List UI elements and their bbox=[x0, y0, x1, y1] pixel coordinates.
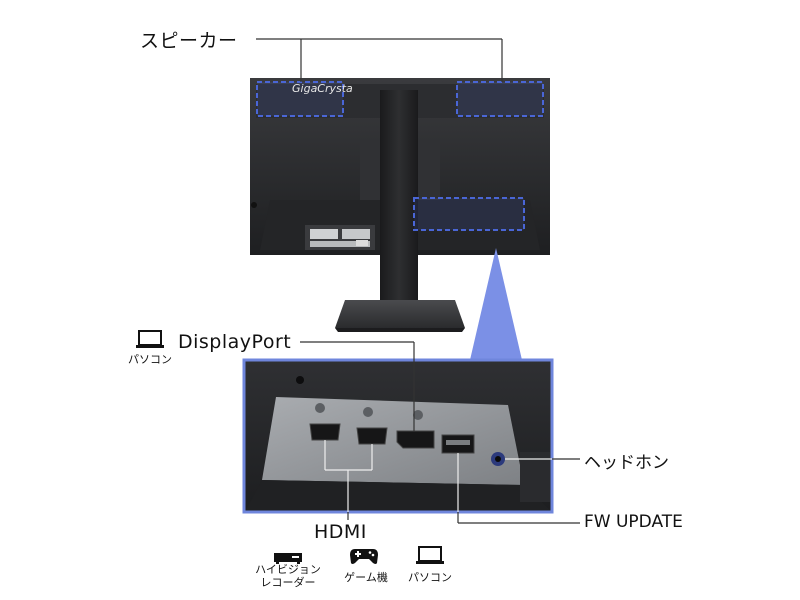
pc-icon-bottom bbox=[415, 546, 445, 570]
recorder-label-2: レコーダー bbox=[260, 576, 316, 589]
monitor-stand bbox=[335, 90, 465, 332]
game-device bbox=[349, 546, 379, 570]
laptop-icon bbox=[136, 330, 164, 348]
recorder-icon bbox=[274, 553, 302, 564]
pc-icon-top bbox=[135, 330, 165, 354]
recorder-label-1: ハイビジョン bbox=[255, 563, 321, 576]
speaker-right-highlight bbox=[456, 81, 544, 117]
speaker-left-highlight bbox=[256, 81, 344, 117]
laptop-icon bbox=[416, 546, 444, 564]
hdmi-label: HDMI bbox=[314, 521, 367, 543]
recorder-device bbox=[262, 549, 314, 568]
pc-label-bottom: パソコン bbox=[408, 571, 452, 584]
gamepad-icon bbox=[350, 549, 378, 564]
displayport-label: DisplayPort bbox=[178, 331, 292, 353]
game-label: ゲーム機 bbox=[344, 571, 388, 584]
speaker-label: スピーカー bbox=[140, 30, 238, 52]
port-area-highlight bbox=[413, 197, 525, 231]
brand-logo: GigaCrysta bbox=[292, 82, 353, 95]
port-zoom-panel bbox=[242, 358, 554, 514]
fw-update-label: FW UPDATE bbox=[584, 512, 683, 532]
zoom-triangle bbox=[470, 248, 522, 360]
pc-label-top: パソコン bbox=[128, 353, 172, 366]
headphone-label: ヘッドホン bbox=[584, 453, 669, 473]
